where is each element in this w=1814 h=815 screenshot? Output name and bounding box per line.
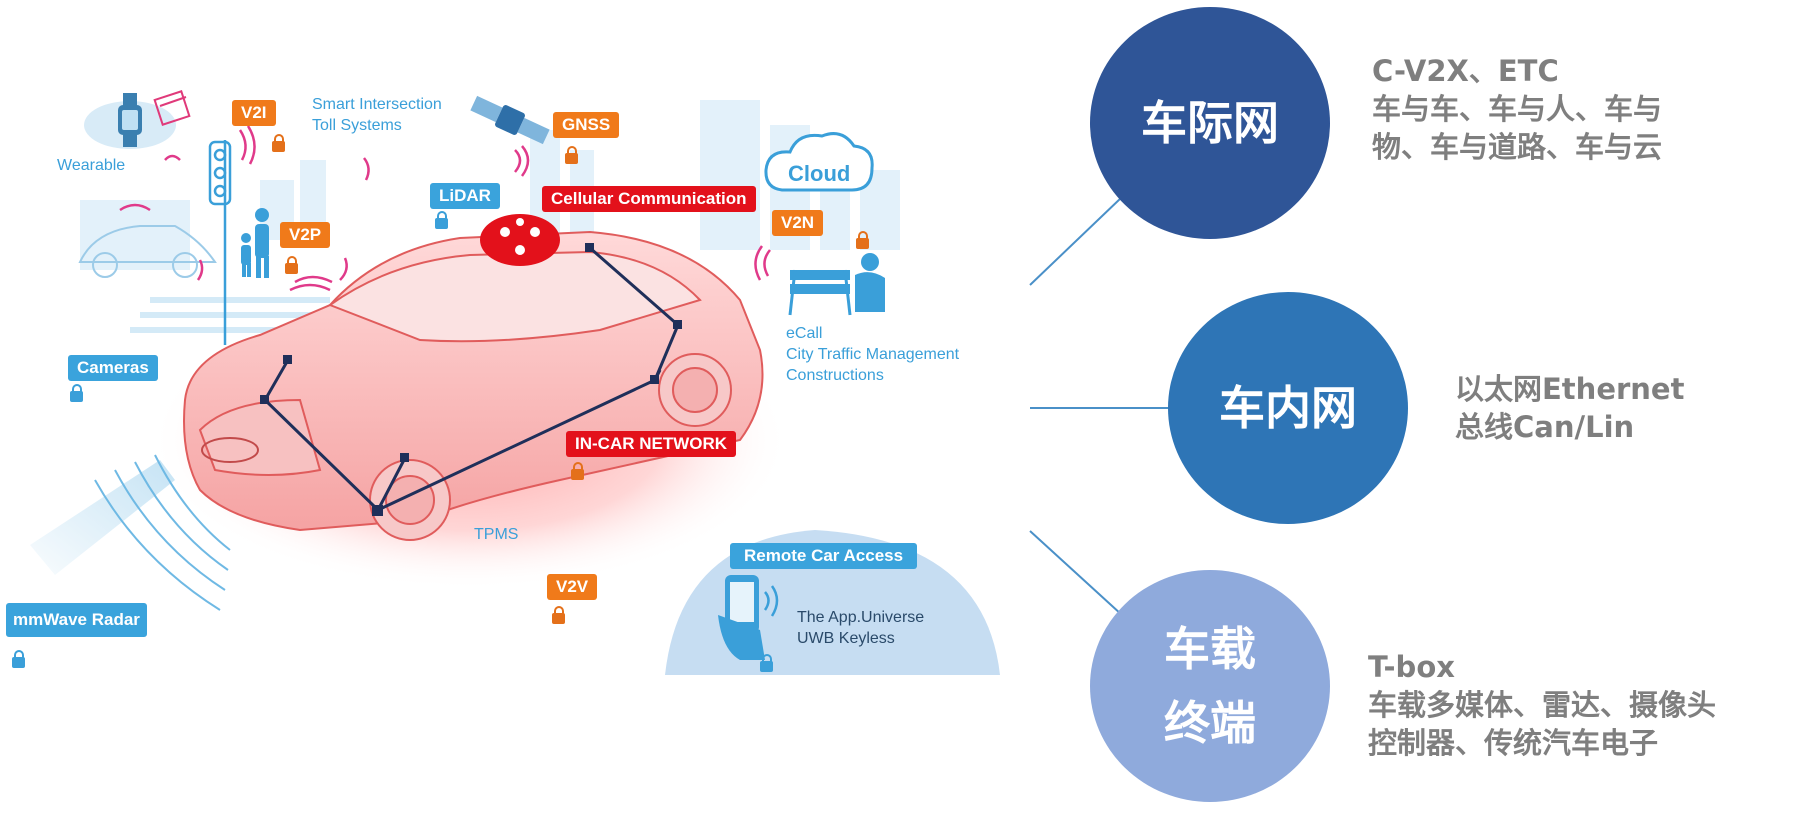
label-uwb-keyless: UWB Keyless <box>797 630 895 647</box>
radar-beam <box>30 454 231 611</box>
signal-arcs <box>119 125 771 292</box>
circle-vehicle-terminal: 车载 终端 <box>1090 570 1330 802</box>
tag-mmwave-radar: mmWave Radar <box>6 603 147 637</box>
tag-cellular-communication: Cellular Communication <box>542 186 756 212</box>
label-smart-intersection: Smart Intersection Toll Systems <box>312 94 442 136</box>
label-cloud: Cloud <box>788 161 851 186</box>
tag-remote-car-access: Remote Car Access <box>730 543 918 569</box>
cellular-module-icon <box>480 214 560 266</box>
lock-icon <box>435 211 448 229</box>
desc-in-vehicle-network: 以太网Ethernet 总线Can/Lin <box>1455 370 1684 446</box>
tag-cameras: Cameras <box>68 355 158 381</box>
tag-v2n: V2N <box>772 210 824 236</box>
tag-gnss: GNSS <box>553 112 620 138</box>
label-ecall-group: eCall City Traffic Management Constructi… <box>786 323 959 386</box>
circle-title: 车际网 <box>1141 96 1279 150</box>
desc-line: 控制器、传统汽车电子 <box>1368 726 1659 760</box>
circle-title-line: 车载 <box>1164 622 1256 676</box>
lock-icon <box>856 231 869 249</box>
phone-hand-icon <box>718 575 779 660</box>
lock-icon <box>285 256 298 274</box>
connector-lines <box>1029 196 1172 616</box>
desc-vehicle-terminal: T-box 车载多媒体、雷达、摄像头 控制器、传统汽车电子 <box>1368 648 1716 762</box>
lock-icon <box>571 462 584 480</box>
background-car-icon <box>78 225 217 278</box>
label-tpms: TPMS <box>474 526 519 543</box>
desc-line: C-V2X、ETC <box>1372 54 1559 88</box>
circle-title-line: 终端 <box>1164 696 1256 750</box>
lock-icon <box>552 606 565 624</box>
tag-v2v: V2V <box>547 574 598 600</box>
tag-v2i: V2I <box>232 100 276 126</box>
network-nodes <box>260 243 682 516</box>
desc-line: 车载多媒体、雷达、摄像头 <box>1368 688 1717 722</box>
desc-line: 以太网Ethernet <box>1455 372 1685 406</box>
circle-in-vehicle-network: 车内网 <box>1168 292 1408 524</box>
lock-icon <box>70 384 83 402</box>
satellite-icon <box>470 95 550 145</box>
lock-icon <box>272 134 285 152</box>
label-wearable: Wearable <box>57 157 126 174</box>
circle-title: 车内网 <box>1219 381 1357 435</box>
label-constructions: Constructions <box>786 367 884 384</box>
tag-v2p: V2P <box>280 222 331 248</box>
desc-line: 物、车与道路、车与云 <box>1372 130 1663 164</box>
tag-in-car-network: IN-CAR NETWORK <box>566 431 737 457</box>
label-app-universe: The App.Universe <box>797 609 925 626</box>
circle-inter-vehicle-network: 车际网 <box>1090 7 1330 239</box>
label-ecall: eCall <box>786 325 823 342</box>
construction-barrier-icon <box>788 253 885 316</box>
label-city-traffic: City Traffic Management <box>786 346 960 363</box>
label-remote-group: The App.Universe UWB Keyless <box>797 607 924 649</box>
label-toll-systems-line: Toll Systems <box>312 117 402 134</box>
lock-icon <box>760 654 773 672</box>
desc-line: T-box <box>1368 650 1455 684</box>
lock-icon <box>565 146 578 164</box>
lock-icon <box>12 650 25 668</box>
desc-line: 总线Can/Lin <box>1455 410 1635 444</box>
traffic-light-icon <box>208 140 232 345</box>
label-smart-intersection-line: Smart Intersection <box>312 96 442 113</box>
desc-inter-vehicle-network: C-V2X、ETC 车与车、车与人、车与 物、车与道路、车与云 <box>1372 52 1662 166</box>
pedestrian-icon <box>241 208 269 278</box>
cloud-icon <box>764 132 874 192</box>
desc-line: 车与车、车与人、车与 <box>1372 92 1663 126</box>
wearable-icon <box>84 93 176 149</box>
gift-box-icon <box>153 90 191 126</box>
tag-lidar: LiDAR <box>430 183 500 209</box>
